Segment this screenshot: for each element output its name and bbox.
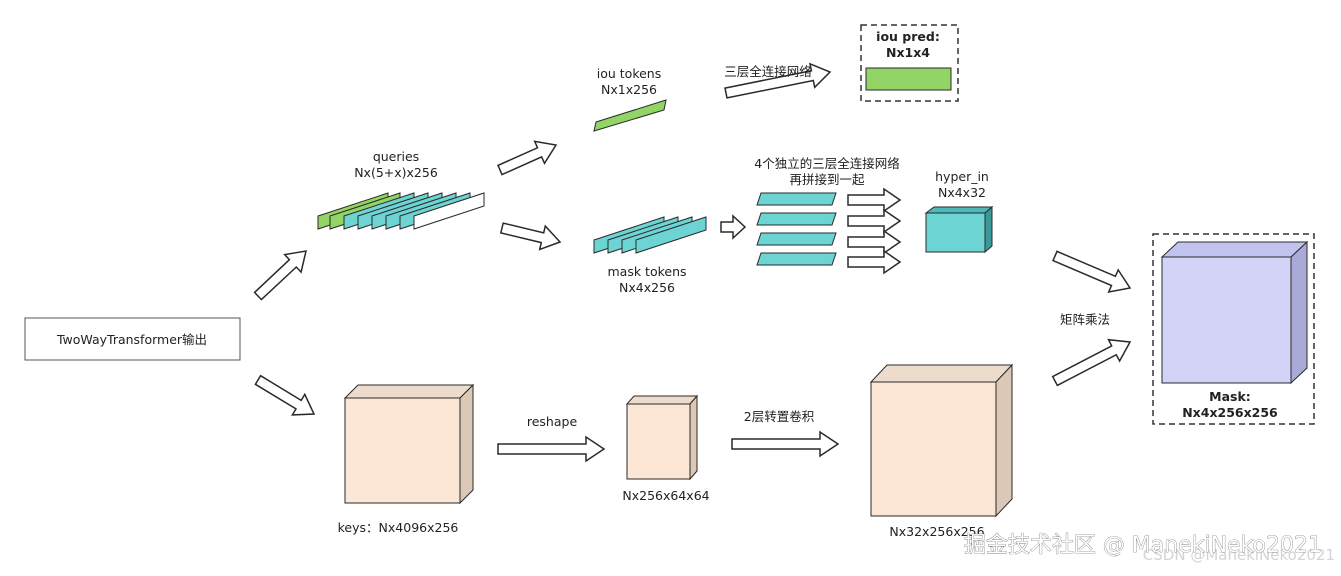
arrow-queries-to-iou bbox=[497, 140, 558, 176]
keys-cube bbox=[343, 383, 475, 505]
mask-tokens-shape: Nx4x256 bbox=[619, 280, 675, 295]
hyper-in-front bbox=[925, 212, 986, 253]
iou-tokens-shape: Nx1x256 bbox=[601, 82, 657, 97]
arrow-queries-to-mask-tokens bbox=[499, 222, 562, 251]
source-box bbox=[24, 317, 241, 361]
mlp3-label: 三层全连接网络 bbox=[724, 64, 812, 79]
arrow-mask-tokens-to-mlps bbox=[720, 214, 747, 240]
mlp-bar bbox=[756, 232, 837, 246]
iou-pred-bar bbox=[865, 67, 952, 91]
deconv-label: 2层转置卷积 bbox=[744, 409, 814, 424]
mask-cube-side bbox=[1290, 240, 1308, 385]
mask-tokens-stack bbox=[593, 216, 707, 254]
arrow-mlp-4 bbox=[847, 249, 902, 275]
watermark-faint: CSDN @ManekiNeko2021 bbox=[1143, 546, 1335, 564]
arrow-upscaled-to-mask bbox=[1051, 338, 1132, 387]
mlp-bars bbox=[756, 192, 837, 266]
iou-pred-shape: Nx1x4 bbox=[886, 45, 930, 60]
reshaped-cube-side bbox=[689, 394, 698, 481]
query-token bbox=[413, 192, 485, 230]
mlp-bar bbox=[756, 212, 837, 226]
hyper-in-shape: Nx4x32 bbox=[938, 185, 986, 200]
hyper-in-top bbox=[924, 206, 994, 214]
arrow-iou-to-pred bbox=[724, 62, 832, 99]
arrow-source-to-queries bbox=[253, 250, 307, 301]
keys-label: keys：Nx4096x256 bbox=[338, 520, 459, 535]
keys-cube-front bbox=[344, 397, 461, 504]
mask-shape: Nx4x256x256 bbox=[1182, 405, 1278, 420]
queries-name: queries bbox=[373, 149, 419, 164]
keys-cube-side bbox=[459, 383, 474, 505]
matmul-label: 矩阵乘法 bbox=[1060, 312, 1110, 327]
arrow-deconv bbox=[731, 430, 840, 458]
source-node: TwoWayTransformer输出 bbox=[24, 317, 241, 361]
mask-name: Mask: bbox=[1209, 389, 1251, 404]
queries-stack bbox=[317, 192, 485, 230]
mlp4-label-line2: 再拼接到一起 bbox=[789, 172, 865, 187]
flow-arrows bbox=[253, 62, 1132, 463]
reshaped-shape: Nx256x64x64 bbox=[622, 488, 709, 503]
source-label: TwoWayTransformer输出 bbox=[56, 332, 207, 347]
upscaled-cube-front bbox=[870, 381, 997, 517]
keys-cube-top bbox=[343, 384, 475, 399]
reshaped-cube-front bbox=[626, 403, 691, 480]
mask-token bbox=[635, 216, 707, 254]
upscaled-cube-side bbox=[995, 363, 1013, 518]
arrow-hyper-to-mask bbox=[1052, 250, 1132, 293]
queries-shape: Nx(5+x)x256 bbox=[354, 165, 438, 180]
arrow-mlp-2 bbox=[847, 208, 902, 234]
hyper-in-cube bbox=[924, 205, 994, 254]
iou-token bbox=[593, 99, 667, 132]
mask-cube-top bbox=[1160, 241, 1309, 258]
hyper-in-side bbox=[984, 205, 993, 254]
hyper-in-name: hyper_in bbox=[935, 169, 989, 184]
iou-pred-node: iou pred: Nx1x4 bbox=[860, 24, 959, 102]
reshaped-cube bbox=[625, 394, 699, 481]
upscaled-cube bbox=[869, 363, 1014, 518]
arrow-mlp-3 bbox=[847, 229, 902, 255]
arrow-reshape bbox=[497, 435, 606, 463]
watermark-main: 掘金技术社区 @ ManekiNeko2021 bbox=[964, 533, 1322, 558]
mask-tokens-name: mask tokens bbox=[607, 264, 686, 279]
arrow-source-to-keys bbox=[254, 374, 316, 416]
mlp-bar bbox=[756, 192, 837, 206]
reshaped-cube-top bbox=[625, 395, 699, 405]
upscaled-cube-top bbox=[869, 364, 1014, 383]
mask-cube-front bbox=[1161, 256, 1292, 384]
arrow-mlp-1 bbox=[847, 187, 902, 213]
reshape-label: reshape bbox=[527, 414, 578, 429]
upscaled-shape: Nx32x256x256 bbox=[889, 524, 984, 539]
mlp4-label-line1: 4个独立的三层全连接网络 bbox=[754, 156, 900, 171]
mask-node: Mask: Nx4x256x256 bbox=[1152, 233, 1315, 425]
iou-tokens-name: iou tokens bbox=[597, 66, 661, 81]
mlp-bar bbox=[756, 252, 837, 266]
iou-pred-name: iou pred: bbox=[876, 29, 940, 44]
